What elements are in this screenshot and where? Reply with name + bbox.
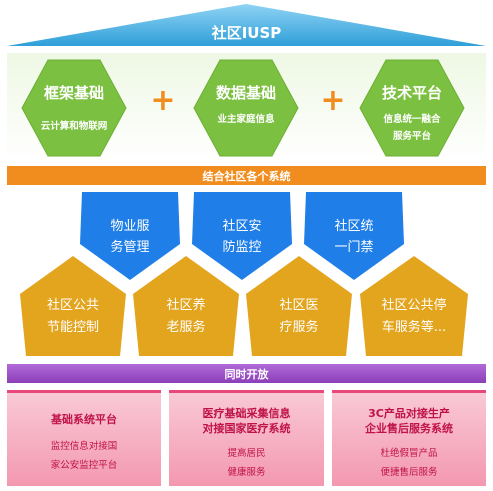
blue-system-2-line1: 社区安: [222, 219, 262, 234]
roof: [0, 0, 493, 52]
blue-system-3-line2: 一门禁: [334, 240, 374, 255]
gold-system-3-line2: 疗服务: [279, 320, 319, 335]
gold-system-shape-1: [18, 254, 128, 358]
platform-2-title2: 对接国家医疗系统: [202, 422, 291, 435]
plus-icon-1: +: [150, 83, 176, 118]
bottom-bar-label: 同时开放: [224, 368, 269, 381]
platform-box-2: 医疗基础采集信息 对接国家医疗系统 提高居民 健康服务: [169, 390, 324, 486]
platform-3-title1: 3C产品对接生产: [368, 407, 450, 420]
foundation-title-3: 技术平台: [381, 84, 442, 102]
foundation-hexagon-1: [20, 58, 128, 158]
platform-box-1: 基础系统平台 监控信息对接国 家公安监控平台: [7, 390, 161, 486]
blue-system-shape-3: [302, 190, 406, 282]
gold-system-3-line1: 社区医: [279, 298, 319, 313]
foundation-sub-3a: 信息统一融合: [383, 114, 441, 125]
gold-system-shape-3: [244, 254, 354, 358]
platform-1-title: 基础系统平台: [51, 413, 117, 426]
orange-divider-bar: [7, 166, 486, 185]
platform-3-sub2: 便捷售后服务: [380, 467, 438, 478]
foundation-sub-3b: 服务平台: [392, 131, 431, 142]
middle-bar-label: 结合社区各个系统: [202, 170, 291, 183]
platform-2-sub1: 提高居民: [227, 448, 266, 459]
plus-icon-2: +: [320, 83, 346, 118]
blue-system-shape-1: [78, 190, 182, 282]
blue-system-shape-2: [190, 190, 294, 282]
platform-1-sub2: 家公安监控平台: [50, 460, 118, 471]
foundation-title-1: 框架基础: [43, 84, 104, 102]
gold-system-2-line1: 社区养: [166, 298, 206, 313]
platform-box-3: 3C产品对接生产 企业售后服务系统 杜绝假冒产品 便捷售后服务: [332, 390, 486, 486]
gold-system-1-line2: 节能控制: [46, 320, 99, 335]
page-title: 社区IUSP: [211, 24, 282, 42]
blue-system-2-line2: 防监控: [222, 240, 262, 255]
foundation-sub-2: 业主家庭信息: [217, 114, 275, 125]
platform-3-title2: 企业售后服务系统: [365, 422, 453, 435]
gold-system-shape-2: [131, 254, 241, 358]
foundation-hexagon-2: [192, 58, 300, 158]
platform-2-title1: 医疗基础采集信息: [202, 407, 291, 420]
gold-system-2-line2: 老服务: [166, 320, 206, 335]
purple-divider-bar: [7, 364, 486, 383]
foundation-hexagon-3: [358, 58, 466, 158]
blue-system-3-line1: 社区统: [334, 219, 374, 234]
platform-2-sub2: 健康服务: [227, 467, 266, 478]
blue-system-1-line2: 务管理: [110, 240, 150, 255]
platform-3-sub1: 杜绝假冒产品: [380, 448, 438, 459]
foundation-sub-1: 云计算和物联网: [40, 121, 108, 132]
gold-system-shape-4: [358, 254, 470, 358]
gold-system-4-line2: 车服务等...: [381, 320, 447, 335]
gold-system-1-line1: 社区公共: [46, 298, 99, 313]
foundation-title-2: 数据基础: [215, 84, 276, 102]
blue-system-1-line1: 物业服: [110, 219, 150, 234]
gold-system-4-line1: 社区公共停: [381, 298, 447, 313]
platform-1-sub1: 监控信息对接国: [50, 441, 118, 452]
